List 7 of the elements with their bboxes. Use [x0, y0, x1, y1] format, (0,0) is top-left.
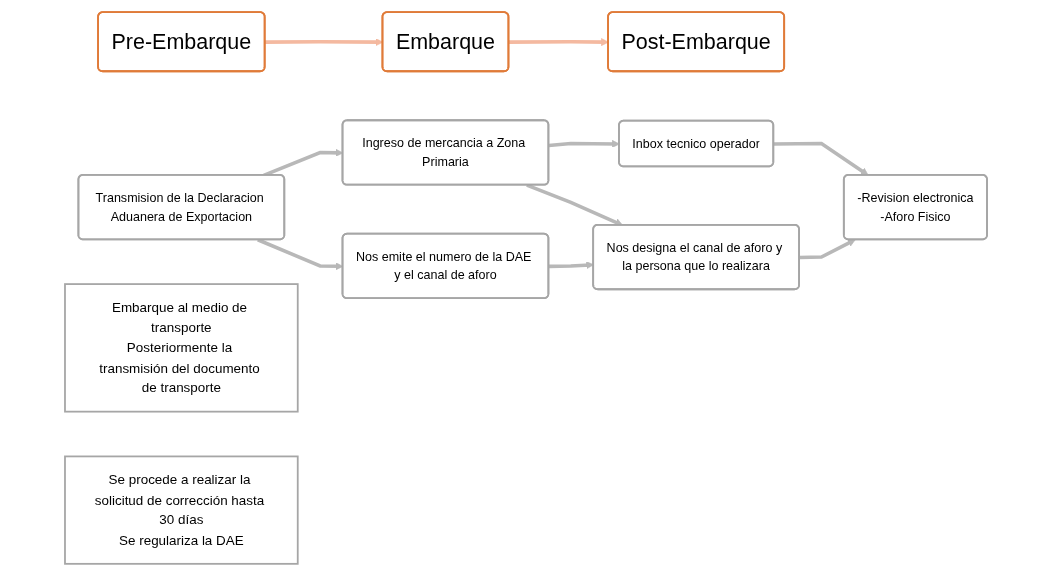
arrow	[526, 183, 623, 226]
arrow	[773, 141, 869, 176]
node-box: Embarque al medio de transporte Posteriormente la transmisión del documento de transporte	[64, 283, 299, 413]
arrow	[799, 239, 856, 260]
arrow	[508, 38, 609, 46]
node-box: Se procede a realizar la solicitud de corrección hasta 30 días Se regulariza la DAE	[64, 455, 299, 565]
arrow	[548, 261, 594, 270]
